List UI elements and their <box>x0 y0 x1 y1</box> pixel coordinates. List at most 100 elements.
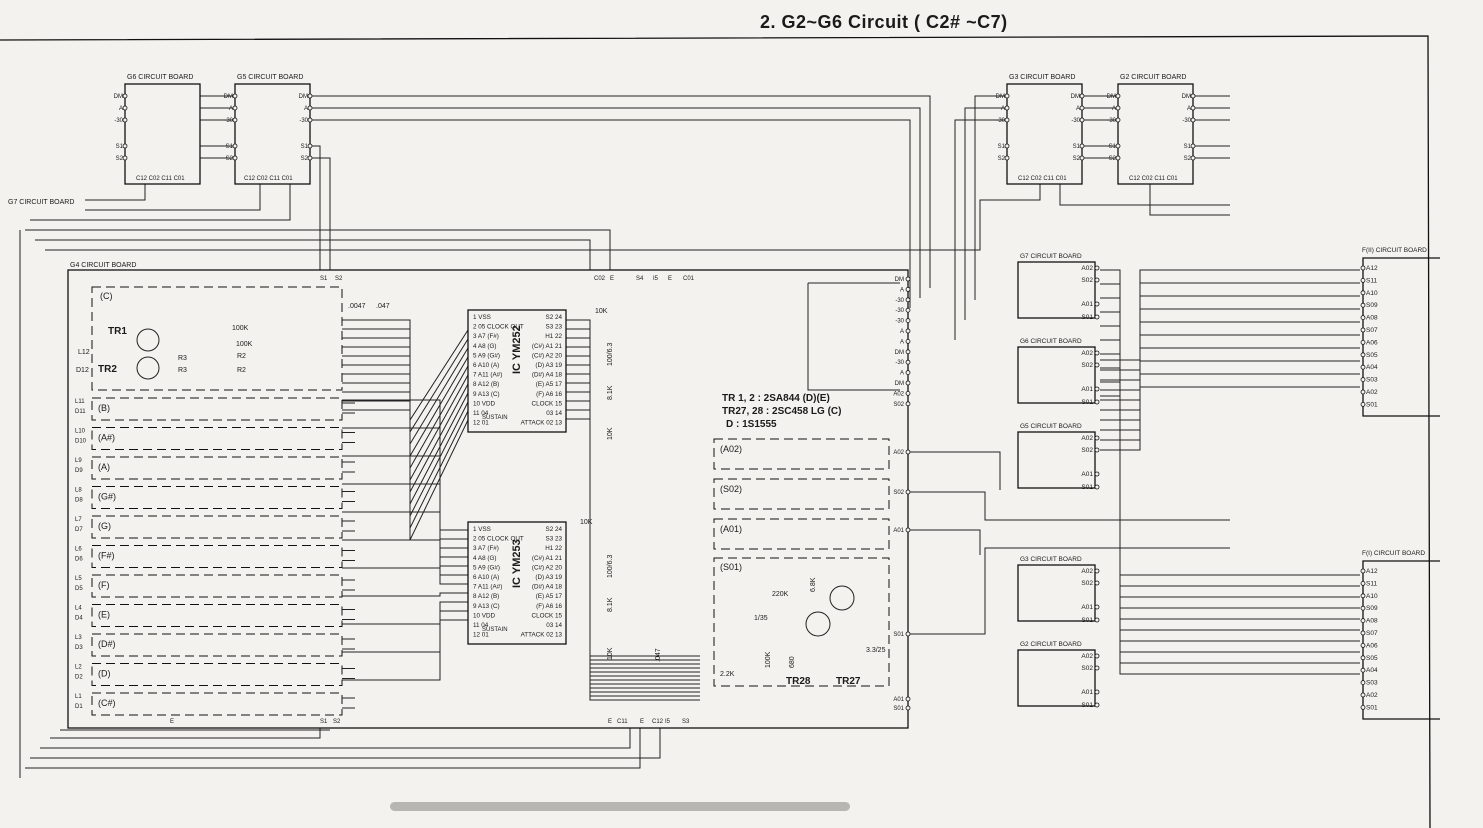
right-board-pin: A01 <box>1081 604 1093 611</box>
ic-pin: (C#) A2 20 <box>532 352 563 359</box>
svg-text:IC YM253: IC YM253 <box>511 539 523 588</box>
ic-pin: 11 04 <box>473 622 489 629</box>
section-l-pin: L3 <box>75 635 82 641</box>
board-pin-label: S2 <box>1184 156 1192 162</box>
right-board-pin: A02 <box>1081 435 1093 442</box>
ic-pin: 4 A8 (G) <box>473 555 496 562</box>
section-l-pin: L2 <box>75 665 82 671</box>
ic-pin: CLOCK 15 <box>532 400 563 407</box>
g4-top-pin: I5 <box>653 276 659 282</box>
section-l-pin: L1 <box>75 694 82 700</box>
g4-pin-label: A <box>900 339 904 345</box>
g4-bottom-pin: S3 <box>682 719 690 725</box>
svg-text:(S02): (S02) <box>720 484 742 494</box>
board-pin-label: DM <box>299 94 308 100</box>
f-board-pin: S03 <box>1366 377 1378 384</box>
svg-text:10K: 10K <box>595 308 608 315</box>
ic-pin: 6 A10 (A) <box>473 574 499 581</box>
ic-pin: 7 A11 (A#) <box>473 372 502 379</box>
svg-text:(A01): (A01) <box>720 524 742 534</box>
right-board-pin: A01 <box>1081 386 1093 393</box>
ic-pin: 4 A8 (G) <box>473 343 496 350</box>
f-board-pin: S09 <box>1366 605 1378 612</box>
svg-text:G2 CIRCUIT BOARD: G2 CIRCUIT BOARD <box>1120 74 1186 81</box>
svg-text:TR1: TR1 <box>108 326 127 337</box>
right-board-pin: A01 <box>1081 301 1093 308</box>
g4-pin-label: -30 <box>895 319 904 325</box>
board-pin-label: DM <box>224 94 233 100</box>
section-d-pin: D5 <box>75 586 83 592</box>
ic-pin: S2 24 <box>546 314 563 321</box>
svg-text:6.8K: 6.8K <box>810 577 817 592</box>
section-d-pin: D11 <box>75 409 86 415</box>
right-board-pin: S01 <box>1081 702 1093 709</box>
f-board-pin: S09 <box>1366 302 1378 309</box>
svg-text:SUSTAIN: SUSTAIN <box>482 627 508 633</box>
horizontal-scrollbar[interactable] <box>390 802 850 811</box>
board-pin-label: S2 <box>301 156 309 162</box>
section-d-pin: D7 <box>75 527 83 533</box>
ic-pin: 12 01 <box>473 420 489 427</box>
g4-pin-label: -30 <box>895 308 904 314</box>
svg-text:100/6.3: 100/6.3 <box>607 343 614 366</box>
board-pin-label: DM <box>114 94 123 100</box>
ic-pin: 9 A13 (C) <box>473 603 500 610</box>
svg-text:2.2K: 2.2K <box>720 671 735 678</box>
g4-pin-label: DM <box>895 350 904 356</box>
f-board-name: F(II) CIRCUIT BOARD <box>1362 247 1427 254</box>
g4-pin-label: -30 <box>895 360 904 366</box>
board-pin-label: A <box>1076 106 1080 112</box>
ic-pin: 10 VDD <box>473 612 496 619</box>
svg-text:100/6.3: 100/6.3 <box>607 555 614 578</box>
g4-bottom-pin: C12 <box>652 719 664 725</box>
board-pin-label: -30 <box>1107 118 1116 124</box>
right-board-pin: S02 <box>1081 665 1093 672</box>
right-board-pin: S01 <box>1081 314 1093 321</box>
f-board-pin: A02 <box>1366 389 1378 396</box>
section-name: (F) <box>98 580 110 590</box>
g4-pin-label: DM <box>895 381 904 387</box>
ic-pin: 3 A7 (F#) <box>473 333 499 340</box>
board-pin-label: S1 <box>116 144 124 150</box>
svg-text:TR28: TR28 <box>786 676 811 687</box>
board-pin-label: A <box>304 106 308 112</box>
svg-text:.0047: .0047 <box>348 303 366 310</box>
ic-pin: (E) A5 17 <box>536 593 563 600</box>
ic-pin: (C#) A1 21 <box>532 343 563 350</box>
svg-text:1/35: 1/35 <box>754 615 768 622</box>
ic-pin: (F) A6 16 <box>536 391 562 398</box>
g4-pin-label: A01 <box>893 528 904 534</box>
f-board-pin: S07 <box>1366 630 1378 637</box>
g4-pin-label: A <box>900 329 904 335</box>
board-pin-label: A <box>1001 106 1005 112</box>
ic-pin: (E) A5 17 <box>536 381 563 388</box>
ic-pin: 03 14 <box>546 622 562 629</box>
g4-top-pin: E <box>668 276 672 282</box>
section-l-pin: L6 <box>75 547 82 553</box>
ic-pin: (D#) A4 18 <box>532 372 563 379</box>
ic-pin: (D) A3 19 <box>535 362 562 369</box>
right-board-name: G2 CIRCUIT BOARD <box>1020 641 1082 648</box>
svg-text:.047: .047 <box>376 303 390 310</box>
board-pin-label: DM <box>996 94 1005 100</box>
svg-text:100K: 100K <box>765 651 772 668</box>
right-board-pin: S01 <box>1081 399 1093 406</box>
g4-pin-label: S02 <box>893 490 904 496</box>
ic-pin: (C#) A1 21 <box>532 555 563 562</box>
section-name: (B) <box>98 403 110 413</box>
svg-text:G6 CIRCUIT BOARD: G6 CIRCUIT BOARD <box>127 74 193 81</box>
svg-text:D : 1S1555: D : 1S1555 <box>726 419 777 430</box>
g4-bottom-pin: S1 <box>320 719 328 725</box>
section-name: (E) <box>98 610 110 620</box>
svg-text:SUSTAIN: SUSTAIN <box>482 415 508 421</box>
svg-text:C12 C02 C11 C01: C12 C02 C11 C01 <box>1129 176 1178 182</box>
svg-text:TR 1, 2 : 2SA844 (D)(E): TR 1, 2 : 2SA844 (D)(E) <box>722 393 830 404</box>
svg-text:R2: R2 <box>237 367 246 374</box>
right-board-pin: S02 <box>1081 447 1093 454</box>
g4-top-pin: E <box>610 276 614 282</box>
svg-text:C12 C02 C11 C01: C12 C02 C11 C01 <box>244 176 293 182</box>
f-board-pin: A04 <box>1366 667 1378 674</box>
g3-circuit-board: G3 CIRCUIT BOARD C12 C02 C11 C01 <box>1006 74 1083 185</box>
g4-pin-label: S01 <box>893 706 904 712</box>
